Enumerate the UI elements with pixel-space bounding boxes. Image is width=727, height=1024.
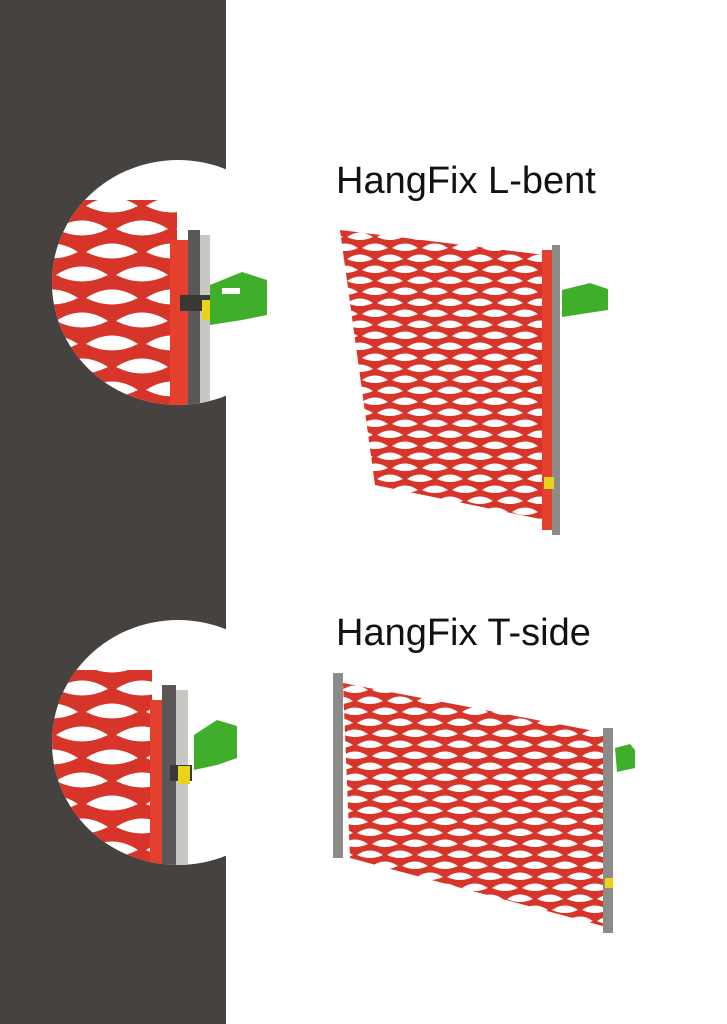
section-title-t-side: HangFix T-side <box>336 612 591 654</box>
detail-circle-l-bent <box>52 160 304 405</box>
green-bracket-icon <box>562 283 608 317</box>
detail-circle-t-side <box>52 620 304 865</box>
section-title-l-bent: HangFix L-bent <box>336 160 596 202</box>
l-bent-detail-illustration <box>52 200 267 405</box>
green-bracket-icon <box>615 744 635 772</box>
l-bent-panel-illustration <box>330 215 620 545</box>
t-side-detail-illustration <box>52 670 237 865</box>
dark-sidebar-band <box>0 0 226 1024</box>
t-side-panel-illustration <box>325 668 645 938</box>
